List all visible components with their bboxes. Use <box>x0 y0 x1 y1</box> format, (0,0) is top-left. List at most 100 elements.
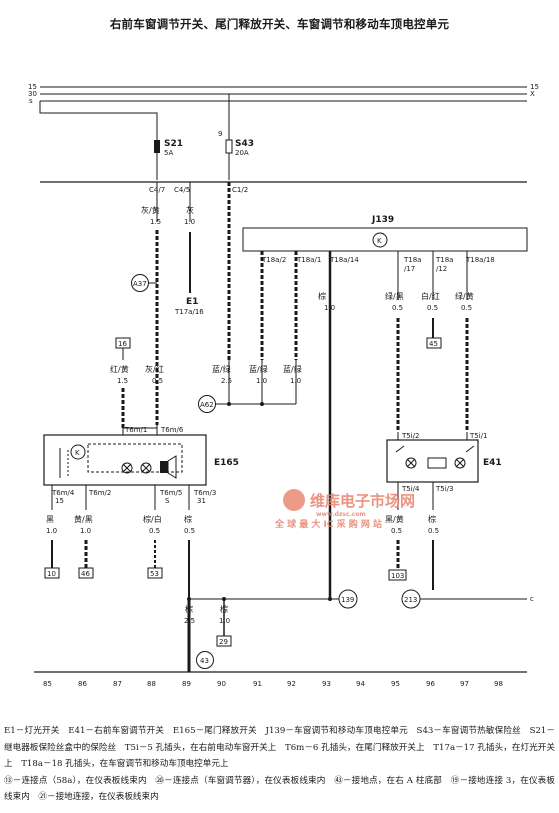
fuse-s43-label: S43 <box>235 139 254 149</box>
wire-bluegreen-2-size: 1.0 <box>256 377 267 385</box>
pin-t6m1: T6m/1 <box>124 426 147 434</box>
pin-t5i2: T5i/2 <box>401 432 420 440</box>
j139-k-symbol: K <box>377 237 382 245</box>
node-a37-label: A37 <box>133 280 147 288</box>
rail-30-label: 30 <box>28 90 37 98</box>
pin-t18a2: T18a/2 <box>261 256 286 264</box>
pin-t6m4-b: 15 <box>55 497 64 505</box>
switch-e41 <box>386 432 479 483</box>
node-a62-label: A62 <box>200 401 214 409</box>
watermark-url: www.dzsc.com <box>316 511 366 518</box>
wire-brown-ground-color: 棕 <box>185 604 193 614</box>
wire-grey-red-color: 灰/红 <box>145 364 164 374</box>
control-unit-j139: K J139 <box>242 215 528 252</box>
rail-c-label: c <box>530 595 534 603</box>
pin-t18a1: T18a/1 <box>296 256 321 264</box>
pin-t6m3: T6m/3 <box>193 489 216 497</box>
wire-bluegreen-1-size: 2.5 <box>221 377 232 385</box>
pin-t5i4: T5i/4 <box>401 485 420 493</box>
ref-box-29 <box>216 635 232 647</box>
e41-out-wires <box>396 482 434 590</box>
ref-box-46 <box>78 567 94 579</box>
wire-green-black-color: 绿/黑 <box>385 292 404 301</box>
wire-green-yellow-color: 绿/黄 <box>455 291 474 301</box>
wire-grey-yellow-size: 1.5 <box>150 218 161 226</box>
ref-16: 16 <box>118 340 127 348</box>
pin-t6m4: T6m/4 <box>51 489 75 497</box>
rail-15-right-label: 15 <box>530 83 539 91</box>
wire-black-yellow-size: 0.5 <box>391 527 402 535</box>
pin-t6m5-b: S <box>165 497 170 505</box>
pin-t5i1: T5i/1 <box>469 432 488 440</box>
wire-yellow-black-color: 黄/黑 <box>74 514 93 524</box>
wire-green-black-size: 0.5 <box>392 304 403 312</box>
wire-bluegreen-1-color: 蓝/绿 <box>212 364 231 374</box>
node-139 <box>338 589 358 609</box>
wire-bluegreen-3-size: 1.0 <box>290 377 301 385</box>
component-e165: E165 <box>214 458 239 468</box>
fuse-s43-pin: 9 <box>218 130 222 138</box>
pin-t18a14: T18a/14 <box>329 256 359 264</box>
ref-46: 46 <box>81 570 90 578</box>
component-e1: E1 <box>186 297 198 307</box>
ref-box-45 <box>426 337 442 349</box>
j139-wires <box>260 251 469 599</box>
fuse-s21: S21 5A <box>39 101 183 180</box>
wire-bluegreen-2-color: 蓝/绿 <box>249 364 268 374</box>
node-213-label: 213 <box>404 596 417 604</box>
watermark: 维库电子市场网 全 球 最 大 IC 采 购 网 站 www.dzsc.com <box>274 489 415 530</box>
wire-bluegreen-3-color: 蓝/绿 <box>283 364 302 374</box>
wire-brown-e165-color: 棕 <box>184 514 192 524</box>
e1-pin: T17a/16 <box>174 308 204 316</box>
scale-number: 97 <box>460 680 469 688</box>
pin-t18a12a: T18a <box>435 256 453 264</box>
wire-grey-color: 灰 <box>186 205 194 215</box>
rail-15-label: 15 <box>28 83 37 91</box>
wire-brown-white-size: 0.5 <box>149 527 160 535</box>
ref-box-103 <box>388 569 407 581</box>
pin-t18a17a: T18a <box>403 256 421 264</box>
wire-white-red-color: 白/红 <box>421 291 440 301</box>
node-43-label: 43 <box>200 657 209 665</box>
conn-c45: C4/5 <box>174 186 190 194</box>
wire-brown-e165-size: 0.5 <box>184 527 195 535</box>
wire-grey-size: 1.0 <box>184 218 195 226</box>
wire-green-yellow-size: 0.5 <box>461 304 472 312</box>
scale-number: 89 <box>182 680 191 688</box>
wire-brown-29-size: 1.0 <box>219 617 230 625</box>
node-43 <box>196 651 214 669</box>
wiring-diagram: 15 30 s 15 X S21 5A 9 S43 20A C4/7 C4/5 … <box>28 83 539 688</box>
scale-number: 96 <box>426 680 435 688</box>
pin-t18a18: T18a/18 <box>465 256 495 264</box>
ref-45: 45 <box>429 340 438 348</box>
wire-black-color: 黑 <box>46 515 54 524</box>
scale-number: 98 <box>494 680 503 688</box>
fuse-s21-rating: 5A <box>164 149 173 157</box>
power-rails <box>40 86 527 102</box>
diagram-title: 右前车窗调节开关、尾门释放开关、车窗调节和移动车顶电控单元 <box>109 17 450 31</box>
wire-grey-red-size: 0.5 <box>152 377 163 385</box>
legend: E1－灯光开关 E41－右前车窗调节开关 E165－尾门释放开关 J139－车窗… <box>4 723 555 806</box>
rail-x-right-label: X <box>530 90 535 98</box>
node-139-label: 139 <box>341 596 354 604</box>
scale-number: 86 <box>78 680 87 688</box>
wire-black-yellow-color: 黑/黄 <box>385 514 404 524</box>
ref-53: 53 <box>150 570 159 578</box>
ref-103: 103 <box>391 572 404 580</box>
scale-number: 91 <box>253 680 262 688</box>
scale-number: 94 <box>356 680 365 688</box>
wire-brown-white-color: 棕/白 <box>143 514 162 524</box>
wire-grey-yellow-color: 灰/黄 <box>141 205 160 215</box>
pin-t6m3-b: 31 <box>197 497 206 505</box>
wire-brown-j-size: 1.0 <box>324 304 335 312</box>
legend-connections: ⑬－连接点（58a），在仪表板线束内 ⑳－连接点（车窗调节器），在仪表板线束内 … <box>4 775 555 803</box>
wire-yellow-black-size: 1.0 <box>80 527 91 535</box>
scale-number: 85 <box>43 680 52 688</box>
ref-box-53 <box>147 567 163 579</box>
wire-black-size: 1.0 <box>46 527 57 535</box>
fuse-s21-label: S21 <box>164 139 183 149</box>
wire-red-yellow-size: 1.5 <box>117 377 128 385</box>
pin-t18a17b: /17 <box>404 265 415 273</box>
fuse-s43-rating: 20A <box>235 149 249 157</box>
